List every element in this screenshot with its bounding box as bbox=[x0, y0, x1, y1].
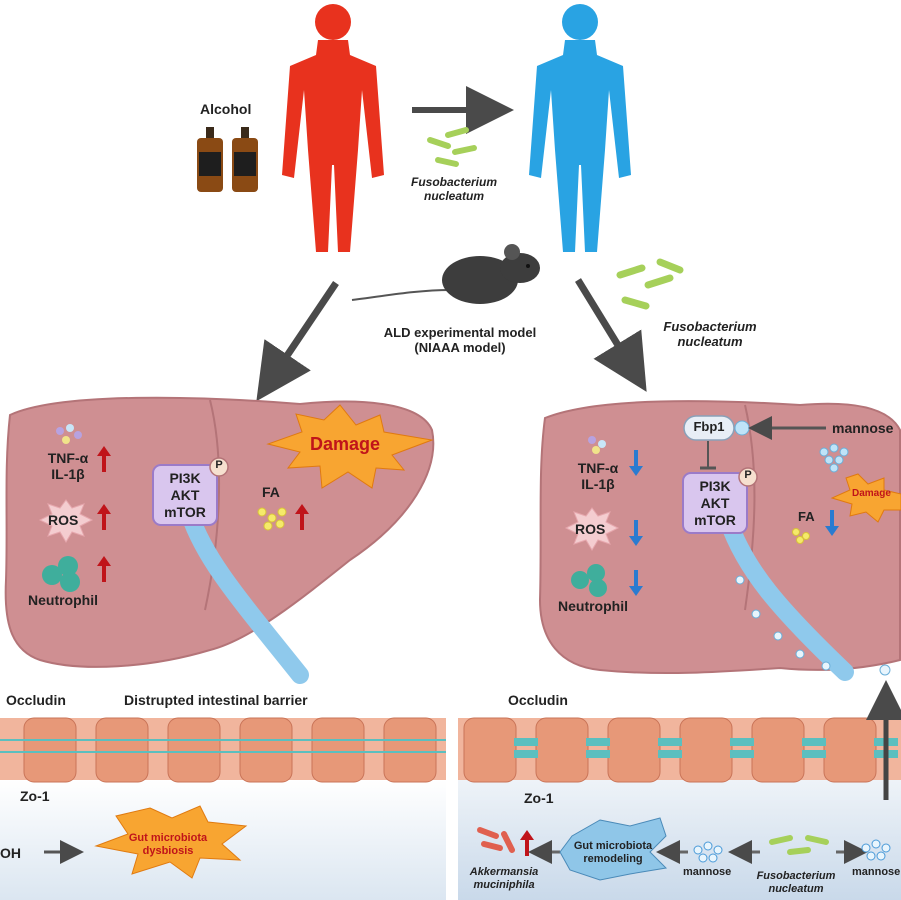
left-pathway3: mTOR bbox=[164, 503, 206, 520]
phospho-marker bbox=[738, 467, 758, 487]
left-phospho-label: P bbox=[215, 459, 223, 471]
fn-line2: nucleatum bbox=[768, 882, 824, 895]
right-zo1-label: Zo-1 bbox=[524, 790, 554, 806]
cytokine-dots-icon bbox=[56, 424, 82, 444]
left-neutrophil-label: Neutrophil bbox=[28, 592, 98, 608]
down-arrow-icon bbox=[629, 450, 839, 596]
bacterium2-line1: Fusobacterium bbox=[663, 319, 757, 334]
dysbiosis-label: Gut microbiota dysbiosis bbox=[118, 832, 218, 857]
epithelial-cells-left bbox=[23, 717, 437, 783]
remodel-line1: Gut microbiota bbox=[573, 840, 653, 852]
mannose-dots-icon bbox=[819, 443, 849, 473]
bacterium-line2: nucleatum bbox=[423, 188, 484, 203]
fn-gut-label: Fusobacterium nucleatum bbox=[752, 870, 840, 895]
left-ros-label: ROS bbox=[48, 512, 79, 528]
damage-burst-icon bbox=[830, 473, 901, 523]
right-neutrophil-label: Neutrophil bbox=[558, 598, 628, 614]
liver-right bbox=[538, 400, 901, 681]
mannose-gut-label-2: mannose bbox=[852, 866, 901, 878]
fbp1-label: Fbp1 bbox=[693, 419, 725, 434]
left-cytokine2: IL-1β bbox=[51, 466, 85, 483]
remodel-line2: remodeling bbox=[583, 852, 643, 865]
alcohol-bottle-icon bbox=[197, 127, 258, 192]
mannose-liver-label: mannose bbox=[832, 420, 894, 436]
akkermansia-icon bbox=[477, 827, 515, 853]
left-damage-label: Damage bbox=[310, 434, 381, 454]
bacterium-label-right: Fusobacterium nucleatum bbox=[650, 319, 770, 350]
ros-burst-icon bbox=[564, 507, 620, 551]
pathway-box bbox=[152, 464, 218, 526]
right-pathway1: PI3K bbox=[699, 478, 731, 494]
fa-dots-icon bbox=[257, 507, 287, 531]
left-cytokine1: TNF-α bbox=[47, 450, 89, 466]
bacteria-cluster-icon bbox=[769, 835, 829, 855]
ros-burst-icon bbox=[38, 499, 94, 543]
akk-line2: muciniphila bbox=[473, 878, 535, 891]
bacterium-label-top: Fusobacterium nucleatum bbox=[398, 175, 510, 204]
left-pathway-label: PI3K AKT mTOR bbox=[153, 470, 217, 520]
neutrophil-icon bbox=[42, 556, 80, 592]
model-line1: ALD experimental model bbox=[383, 325, 537, 340]
right-ros-label: ROS bbox=[575, 521, 606, 537]
dysbiosis-line1: Gut microbiota bbox=[128, 832, 208, 844]
right-pathway2: AKT bbox=[700, 494, 730, 511]
right-cytokine2: IL-1β bbox=[581, 476, 615, 493]
akkermansia-label: Akkermansia muciniphila bbox=[466, 866, 542, 891]
akk-line1: Akkermansia bbox=[469, 866, 539, 878]
fa-dots-icon bbox=[792, 528, 810, 544]
right-phospho-label: P bbox=[744, 469, 752, 481]
mannose-gut-label-1: mannose bbox=[683, 866, 732, 878]
left-cytokine-label: TNF-α IL-1β bbox=[38, 450, 98, 482]
left-fa-label: FA bbox=[262, 484, 280, 500]
bacterium2-line2: nucleatum bbox=[677, 333, 743, 349]
mannose-dots-icon bbox=[861, 839, 891, 861]
left-pathway2: AKT bbox=[170, 486, 200, 503]
fbp1-box bbox=[683, 415, 735, 441]
model-label: ALD experimental model (NIAAA model) bbox=[370, 325, 550, 356]
mannose-stream-dots bbox=[735, 575, 891, 676]
right-damage-label: Damage bbox=[852, 488, 891, 499]
arrow-to-right-liver bbox=[575, 278, 647, 392]
human-alcohol-figure bbox=[282, 4, 384, 252]
damage-burst-icon bbox=[266, 404, 434, 489]
dysbiosis-burst-icon bbox=[94, 805, 248, 879]
left-occludin-label: Occludin bbox=[6, 692, 66, 708]
right-fa-label: FA bbox=[798, 509, 815, 524]
bacteria-cluster-icon bbox=[427, 127, 477, 167]
barrier-label: Distrupted intestinal barrier bbox=[124, 692, 308, 708]
human-treated-figure bbox=[529, 4, 631, 252]
bacteria-cluster-icon bbox=[616, 258, 684, 310]
cytokine-dots-icon bbox=[588, 436, 606, 454]
model-line2: (NIAAA model) bbox=[414, 339, 506, 355]
phospho-marker bbox=[209, 457, 229, 477]
neutrophil-icon bbox=[571, 564, 607, 597]
right-pathway3: mTOR bbox=[694, 511, 736, 528]
right-cytokine1: TNF-α bbox=[577, 460, 619, 476]
etoh-label: OH bbox=[0, 845, 21, 861]
fn-line1: Fusobacterium bbox=[756, 870, 836, 882]
right-pathway-label: PI3K AKT mTOR bbox=[683, 478, 747, 528]
mannose-dots-icon bbox=[693, 841, 723, 863]
left-pathway1: PI3K bbox=[169, 470, 201, 486]
remodeling-burst-icon bbox=[559, 817, 668, 881]
remodeling-label: Gut microbiota remodeling bbox=[563, 840, 663, 865]
tight-junction-left bbox=[0, 739, 446, 753]
mouse-icon bbox=[351, 244, 540, 304]
arrow-to-left-liver bbox=[256, 281, 339, 402]
bacterium-line1: Fusobacterium bbox=[410, 175, 497, 189]
alcohol-label: Alcohol bbox=[200, 101, 252, 117]
left-zo1-label: Zo-1 bbox=[20, 788, 50, 804]
dysbiosis-line2: dysbiosis bbox=[142, 844, 194, 857]
right-occludin-label: Occludin bbox=[508, 692, 568, 708]
up-arrow-icon bbox=[97, 446, 309, 582]
right-cytokine-label: TNF-α IL-1β bbox=[568, 460, 628, 492]
pathway-box bbox=[682, 472, 748, 534]
up-arrow-icon bbox=[520, 830, 534, 856]
fbp1-binding-dot bbox=[734, 420, 750, 436]
